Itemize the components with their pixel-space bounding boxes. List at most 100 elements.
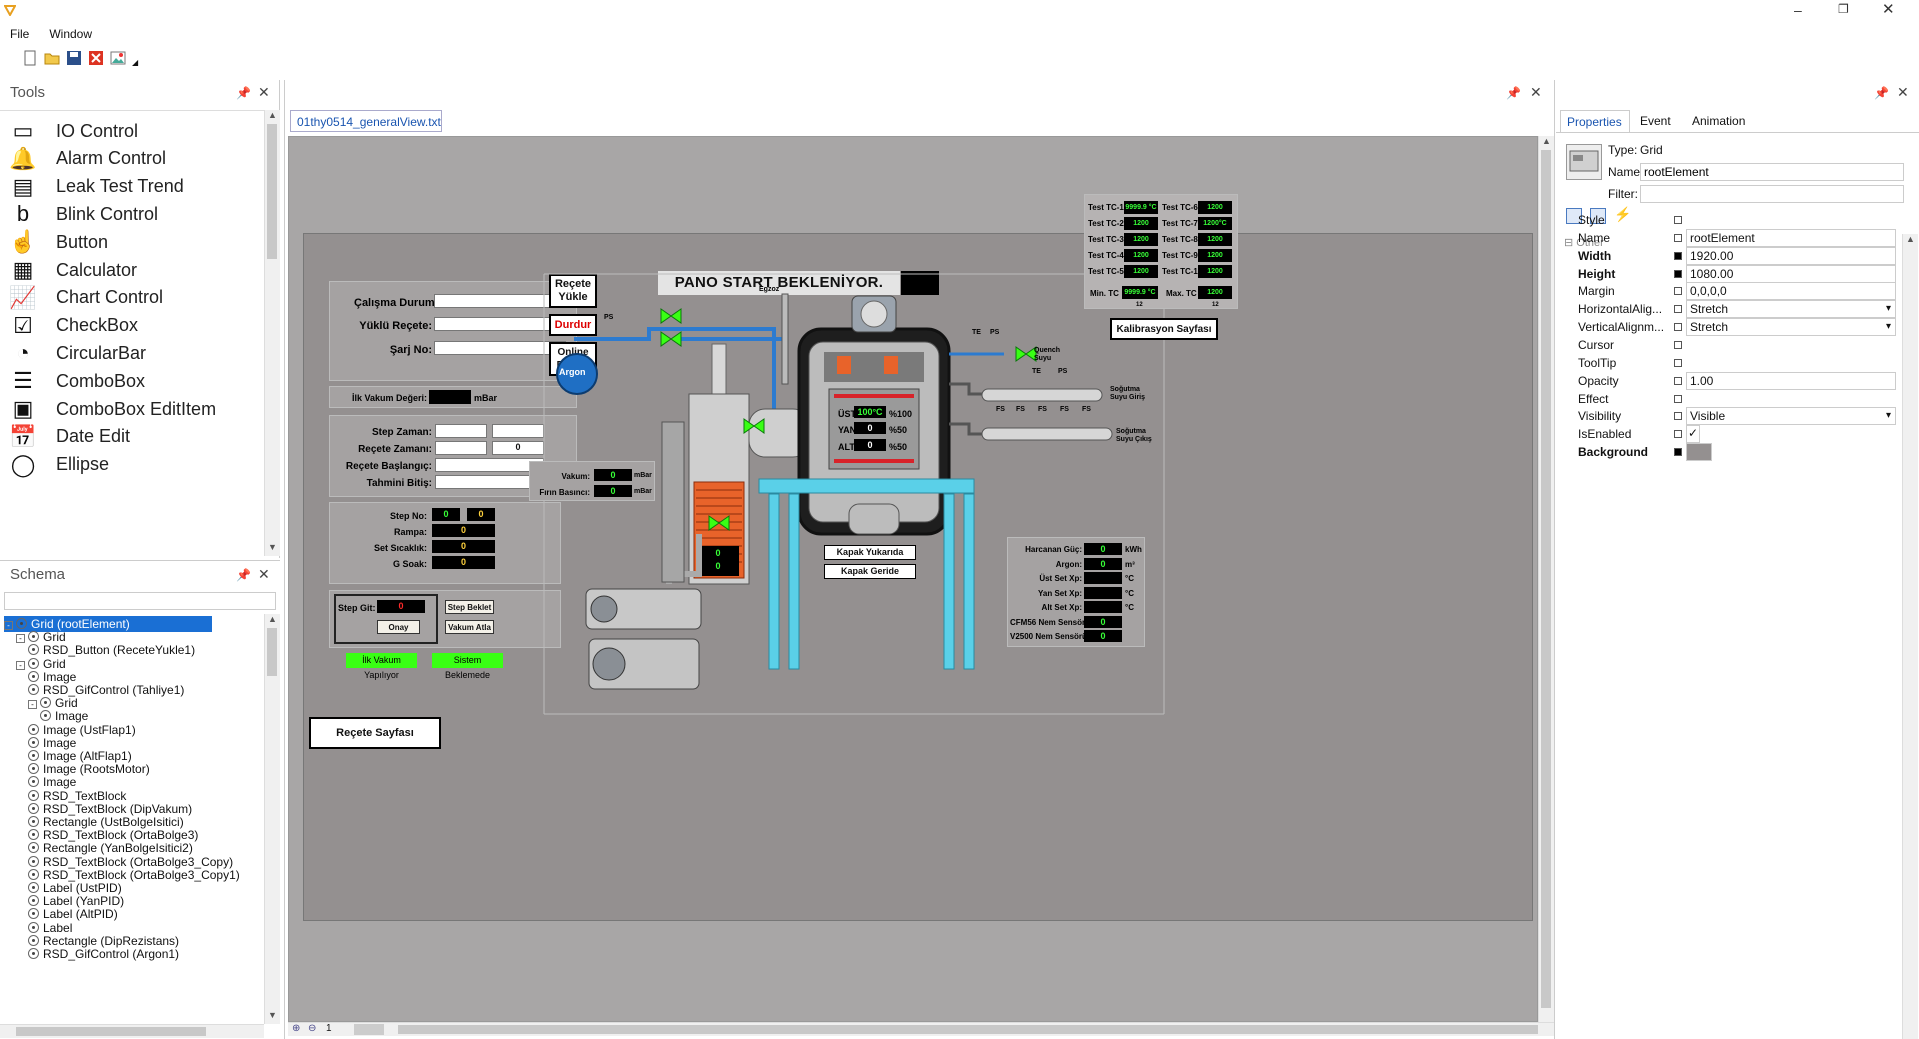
visibility-eye-icon[interactable]	[28, 882, 39, 893]
tree-node[interactable]: Image	[40, 708, 88, 724]
recete-sayfasi-button[interactable]: Reçete Sayfası	[309, 717, 441, 749]
close-window-icon[interactable]: ✕	[1882, 1, 1895, 18]
visibility-eye-icon[interactable]	[28, 868, 39, 880]
property-checkbox[interactable]: ✓	[1686, 425, 1700, 444]
visibility-eye-icon[interactable]	[28, 776, 39, 788]
tree-node[interactable]: RSD_TextBlock (DipVakum)	[28, 801, 192, 817]
tab-properties[interactable]: Properties	[1560, 110, 1630, 132]
tree-node-selected[interactable]: -Grid (rootElement)	[4, 616, 212, 632]
tree-node[interactable]: -Grid	[16, 629, 66, 645]
menu-window[interactable]: Window	[49, 27, 93, 41]
property-value[interactable]: 0,0,0,0	[1686, 282, 1896, 301]
hmi-root-grid[interactable]: Çalışma Durumu: Yüklü Reçete: Şarj No: İ…	[303, 194, 1533, 921]
collapse-icon[interactable]: -	[16, 660, 25, 670]
visibility-eye-icon[interactable]	[28, 829, 39, 841]
tab-document[interactable]: 01thy0514_generalView.txt	[290, 110, 442, 132]
tab-event[interactable]: Event	[1640, 114, 1671, 128]
property-select[interactable]: Stretch	[1686, 300, 1896, 319]
tool-item[interactable]: 🔔Alarm Control	[0, 142, 264, 176]
canvas-scroll-up-icon[interactable]: ▲	[1542, 136, 1551, 146]
property-select[interactable]: Visible	[1686, 407, 1896, 426]
visibility-eye-icon[interactable]	[28, 750, 39, 761]
tab-animation[interactable]: Animation	[1692, 114, 1746, 128]
visibility-eye-icon[interactable]	[28, 934, 39, 946]
property-select[interactable]: Stretch	[1686, 318, 1896, 337]
tree-node[interactable]: Label (UstPID)	[28, 880, 122, 896]
tool-item[interactable]: ▤Leak Test Trend	[0, 170, 264, 204]
open-folder-icon[interactable]	[44, 50, 60, 66]
zoom-out-icon[interactable]: ⊖	[308, 1023, 317, 1034]
tree-node[interactable]: Image (UstFlap1)	[28, 722, 136, 738]
property-marker-icon[interactable]	[1674, 412, 1682, 421]
collapse-icon[interactable]: -	[4, 621, 13, 630]
visibility-eye-icon[interactable]	[28, 908, 39, 920]
visibility-eye-icon[interactable]	[28, 684, 39, 695]
tree-node[interactable]: Rectangle (UstBolgeIsitici)	[28, 814, 184, 830]
property-marker-icon[interactable]	[1674, 233, 1682, 242]
visibility-eye-icon[interactable]	[28, 657, 39, 669]
collapse-icon[interactable]: -	[28, 700, 37, 710]
step-beklet-button[interactable]: Step Beklet	[445, 600, 494, 614]
visibility-eye-icon[interactable]	[28, 802, 39, 814]
kalibrasyon-sayfasi-button[interactable]: Kalibrasyon Sayfası	[1110, 318, 1218, 340]
scroll-up-icon[interactable]: ▲	[268, 110, 277, 120]
tree-node[interactable]: Label (YanPID)	[28, 893, 124, 909]
visibility-eye-icon[interactable]	[28, 789, 39, 801]
property-value[interactable]: 1080.00	[1686, 264, 1896, 283]
filter-input[interactable]	[1640, 185, 1904, 203]
visibility-eye-icon[interactable]	[28, 816, 39, 827]
category-collapse-icon[interactable]: ⊟	[1564, 237, 1574, 249]
visibility-eye-icon[interactable]	[28, 855, 39, 867]
tree-node[interactable]: RSD_TextBlock (OrtaBolge3_Copy)	[28, 854, 233, 870]
tree-node[interactable]: RSD_TextBlock (OrtaBolge3)	[28, 827, 198, 843]
kapak-geride-button[interactable]: Kapak Geride	[824, 564, 916, 579]
property-marker-icon[interactable]	[1674, 216, 1682, 224]
visibility-eye-icon[interactable]	[28, 921, 39, 933]
property-value[interactable]: rootElement	[1686, 228, 1896, 247]
property-value[interactable]: 1920.00	[1686, 246, 1896, 265]
tree-node[interactable]: Image	[28, 669, 76, 685]
alphabetical-view-icon[interactable]	[1590, 208, 1606, 224]
schema-scrollbar[interactable]: ▲ ▼	[264, 614, 280, 1024]
vakum-atla-button[interactable]: Vakum Atla	[445, 620, 494, 634]
categorized-view-icon[interactable]	[1566, 208, 1582, 224]
tree-node[interactable]: RSD_Button (ReceteYukle1)	[28, 642, 195, 658]
property-marker-icon[interactable]	[1674, 340, 1682, 349]
recete-yukle-button[interactable]: Reçete Yükle	[549, 274, 597, 308]
tool-item[interactable]: ▣ComboBox EditItem	[0, 392, 264, 426]
tool-item[interactable]: ☑CheckBox	[0, 309, 264, 343]
tree-node[interactable]: RSD_TextBlock (OrtaBolge3_Copy1)	[28, 867, 240, 883]
onay-button[interactable]: Onay	[377, 620, 420, 634]
property-marker-icon[interactable]	[1674, 394, 1682, 403]
property-marker-icon[interactable]	[1674, 448, 1682, 457]
visibility-eye-icon[interactable]	[28, 895, 39, 907]
pin-icon[interactable]: 📌	[236, 86, 251, 100]
tool-item[interactable]: ☝Button	[0, 225, 264, 259]
schema-search-input[interactable]	[4, 592, 276, 610]
tree-node[interactable]: -Grid	[28, 695, 78, 711]
visibility-eye-icon[interactable]	[28, 723, 39, 735]
schema-hscroll-thumb[interactable]	[16, 1027, 206, 1036]
visibility-eye-icon[interactable]	[40, 710, 51, 722]
tree-node[interactable]: Rectangle (YanBolgeIsitici2)	[28, 840, 193, 856]
schema-close-icon[interactable]: ✕	[258, 566, 270, 582]
props-scrollbar[interactable]: ▲	[1902, 234, 1918, 1039]
tree-node[interactable]: Image (AltFlap1)	[28, 748, 132, 764]
property-marker-icon[interactable]	[1674, 269, 1682, 278]
canvas-hscroll-thumb[interactable]	[398, 1025, 1538, 1034]
zoom-slider-icon[interactable]	[354, 1024, 384, 1035]
props-pin-icon[interactable]: 📌	[1874, 86, 1889, 100]
props-scroll-up-icon[interactable]: ▲	[1906, 234, 1915, 244]
tree-node[interactable]: RSD_TextBlock	[28, 788, 126, 804]
tree-node[interactable]: Label (AltPID)	[28, 906, 118, 922]
visibility-eye-icon[interactable]	[28, 631, 39, 643]
visibility-eye-icon[interactable]	[28, 670, 39, 682]
schema-scroll-up-icon[interactable]: ▲	[268, 614, 277, 624]
property-marker-icon[interactable]	[1674, 323, 1682, 332]
tool-item[interactable]: ◯Ellipse	[0, 448, 264, 482]
property-marker-icon[interactable]	[1674, 287, 1682, 296]
tool-item[interactable]: 📈Chart Control	[0, 281, 264, 315]
schema-hscrollbar[interactable]	[0, 1024, 264, 1038]
tools-scroll-thumb[interactable]	[267, 124, 277, 259]
